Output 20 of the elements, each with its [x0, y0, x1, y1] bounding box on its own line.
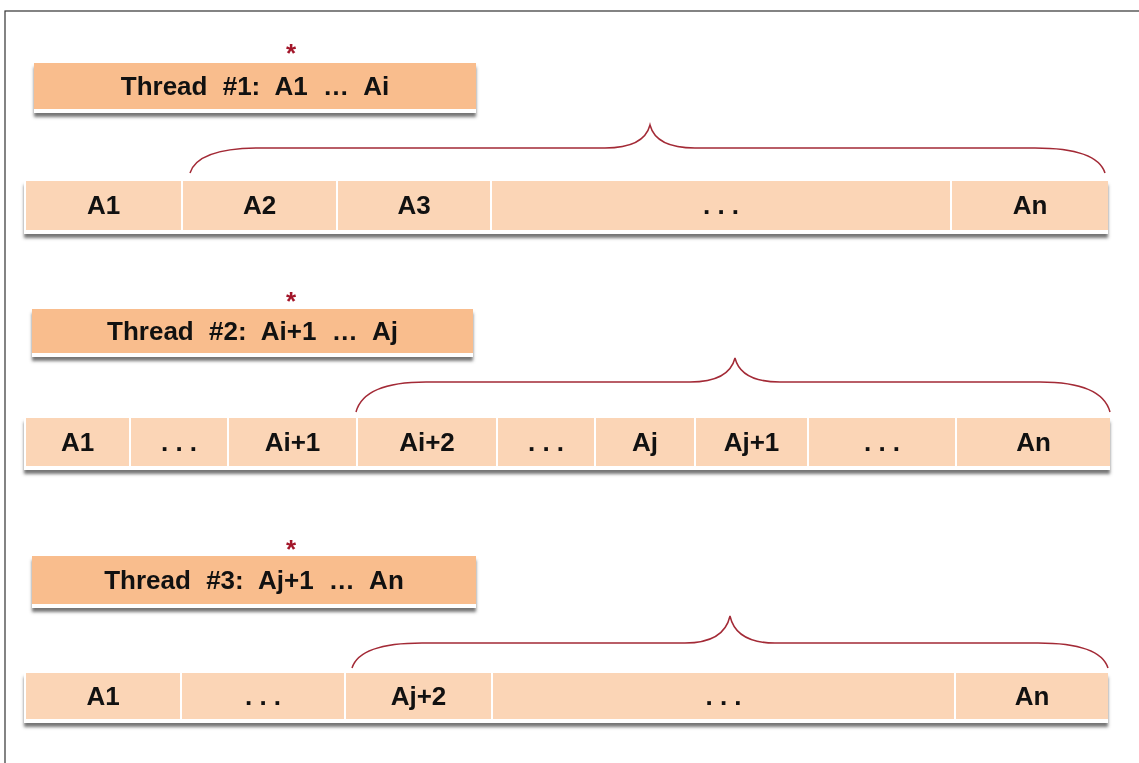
array-cell: Ai+2	[356, 418, 496, 470]
array-cell: Ai+1	[227, 418, 356, 470]
asterisk-mark: *	[286, 40, 297, 66]
array-cell: Aj+2	[344, 673, 491, 723]
array-cell: A3	[336, 181, 490, 234]
array-cell: A2	[181, 181, 336, 234]
array-cell: An	[950, 181, 1108, 234]
array-cell: Aj	[594, 418, 694, 470]
array-cell: A1	[24, 418, 129, 470]
array-cell: A1	[24, 673, 180, 723]
array-cell: . . .	[491, 673, 954, 723]
array-cell: A1	[24, 181, 181, 234]
array-cell: . . .	[807, 418, 955, 470]
array-cell: An	[955, 418, 1110, 470]
array-cell: An	[954, 673, 1108, 723]
array-cell: . . .	[490, 181, 950, 234]
array-cell: . . .	[496, 418, 594, 470]
array-cell: . . .	[180, 673, 344, 723]
array-cell: Aj+1	[694, 418, 807, 470]
array-cell: . . .	[129, 418, 227, 470]
